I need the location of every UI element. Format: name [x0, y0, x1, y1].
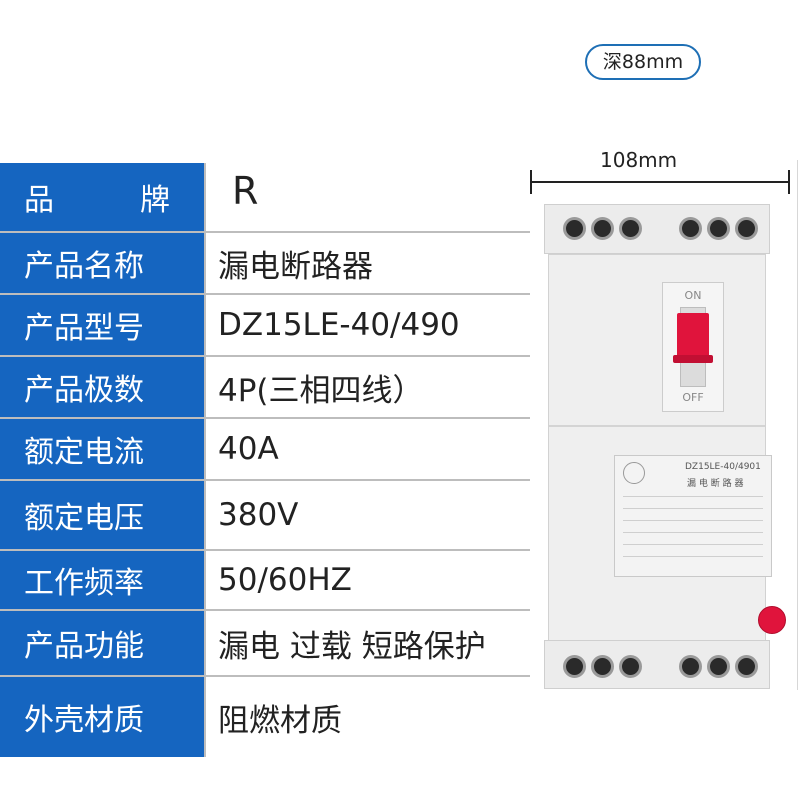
- spec-key-part: 品: [24, 183, 54, 218]
- spec-value: 50/60HZ: [206, 551, 530, 609]
- spec-key: 工作频率: [0, 551, 204, 609]
- spec-key: 外壳材质: [0, 677, 204, 757]
- terminal-screw: [679, 655, 702, 678]
- spec-key: 产品功能: [0, 611, 204, 675]
- spec-row-housing-material: 外壳材质 阻燃材质: [0, 677, 530, 757]
- width-dimension-line: [530, 168, 790, 198]
- spec-value: 漏电断路器: [206, 233, 530, 293]
- nameplate-rule: [623, 508, 763, 509]
- dimension-tick-left: [530, 170, 532, 194]
- spec-key-part: 牌: [140, 183, 170, 218]
- spec-table: 品牌 R 产品名称 漏电断路器 产品型号 DZ15LE-40/490 产品极数 …: [0, 163, 530, 757]
- on-label: ON: [684, 289, 702, 302]
- spec-row-poles: 产品极数 4P(三相四线）: [0, 357, 530, 417]
- test-button: [758, 606, 786, 634]
- top-terminal-block: [544, 204, 770, 254]
- depth-dimension-label: 深88mm: [585, 44, 701, 80]
- spec-value: R: [206, 163, 530, 231]
- spec-value: DZ15LE-40/490: [206, 295, 530, 355]
- brand-logo-icon: [623, 462, 645, 484]
- dimension-tick-right: [788, 170, 790, 194]
- body-seam: [549, 425, 765, 427]
- spec-row-brand: 品牌 R: [0, 163, 530, 231]
- spec-row-function: 产品功能 漏电 过载 短路保护: [0, 611, 530, 675]
- terminal-screw: [563, 217, 586, 240]
- terminal-screw: [591, 217, 614, 240]
- terminal-screw: [619, 655, 642, 678]
- height-guide-line: [797, 160, 798, 690]
- spec-key: 品牌: [0, 163, 204, 231]
- toggle-handle: [677, 313, 709, 361]
- terminal-screw: [735, 217, 758, 240]
- spec-value: 380V: [206, 481, 530, 549]
- width-dimension-label: 108mm: [600, 148, 678, 172]
- terminal-screw: [591, 655, 614, 678]
- nameplate-rule: [623, 532, 763, 533]
- dimension-line: [530, 181, 790, 183]
- nameplate-rule: [623, 520, 763, 521]
- spec-row-model: 产品型号 DZ15LE-40/490: [0, 295, 530, 355]
- spec-row-frequency: 工作频率 50/60HZ: [0, 551, 530, 609]
- spec-value: 阻燃材质: [206, 677, 530, 757]
- terminal-screw: [707, 655, 730, 678]
- terminal-screw: [735, 655, 758, 678]
- nameplate-rule: [623, 544, 763, 545]
- terminal-screw: [679, 217, 702, 240]
- handle-frame: ON OFF: [662, 282, 724, 412]
- toggle-handle-base: [673, 355, 713, 363]
- spec-value: 漏电 过载 短路保护: [206, 611, 530, 675]
- spec-key: 产品极数: [0, 357, 204, 417]
- nameplate-rule: [623, 496, 763, 497]
- nameplate-rule: [623, 556, 763, 557]
- spec-key: 产品名称: [0, 233, 204, 293]
- spec-row-rated-voltage: 额定电压 380V: [0, 481, 530, 549]
- nameplate: DZ15LE-40/4901 漏 电 断 路 器: [614, 455, 772, 577]
- terminal-screw: [619, 217, 642, 240]
- spec-value: 40A: [206, 419, 530, 479]
- nameplate-product-name: 漏 电 断 路 器: [687, 479, 744, 489]
- bottom-terminal-block: [544, 640, 770, 689]
- off-label: OFF: [682, 391, 704, 404]
- breaker-body: [548, 254, 766, 654]
- terminal-screw: [563, 655, 586, 678]
- spec-row-product-name: 产品名称 漏电断路器: [0, 233, 530, 293]
- spec-key: 额定电流: [0, 419, 204, 479]
- circuit-breaker-image: ON OFF DZ15LE-40/4901 漏 电 断 路 器: [544, 204, 786, 689]
- spec-value: 4P(三相四线）: [206, 357, 530, 417]
- spec-row-rated-current: 额定电流 40A: [0, 419, 530, 479]
- terminal-screw: [707, 217, 730, 240]
- nameplate-model: DZ15LE-40/4901: [685, 462, 761, 472]
- spec-key: 额定电压: [0, 481, 204, 549]
- spec-key: 产品型号: [0, 295, 204, 355]
